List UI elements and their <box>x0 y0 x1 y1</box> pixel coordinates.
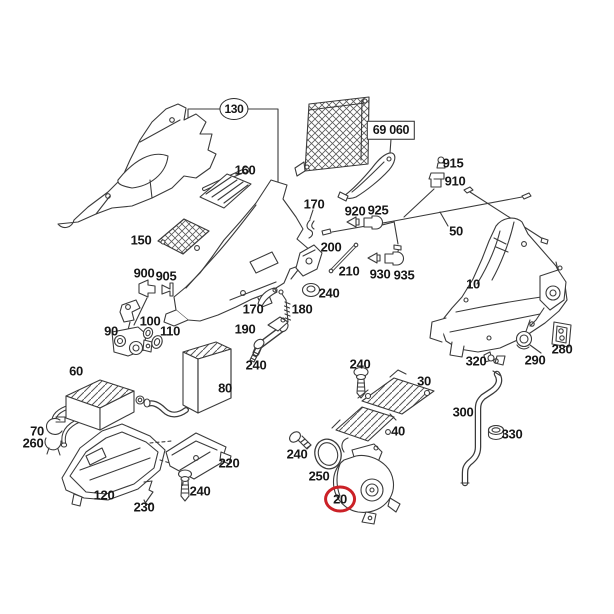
part-label-930-9: 930 <box>369 266 391 282</box>
part-blower-motor-20 <box>332 437 401 525</box>
part-label-160-1: 160 <box>234 162 256 178</box>
part-center-housing <box>163 179 312 327</box>
part-label-240-36: 240 <box>286 446 308 462</box>
part-lever-170b <box>257 287 278 307</box>
part-label-100-23: 100 <box>139 313 161 329</box>
part-clamp-70 <box>45 416 66 435</box>
part-clamp-260 <box>44 437 62 456</box>
part-label-50-8: 50 <box>449 223 463 239</box>
part-screw-240c <box>177 469 193 502</box>
part-label-240-32: 240 <box>189 483 211 499</box>
part-actuator-90 <box>111 299 153 357</box>
part-label-170-12: 170 <box>303 196 325 212</box>
part-label-69060-3: 69 060 <box>366 120 416 140</box>
part-cone-920 <box>346 216 360 228</box>
part-right-housing-10 <box>429 217 568 358</box>
part-actuator-right <box>529 261 567 327</box>
part-label-40-35: 40 <box>391 423 405 439</box>
part-evaporator-80 <box>135 341 232 418</box>
part-label-210-14: 210 <box>338 263 360 279</box>
part-label-920-6: 920 <box>344 203 366 219</box>
part-label-150-2: 150 <box>130 232 152 248</box>
part-cone-905 <box>161 282 174 297</box>
part-rod-180 <box>278 289 292 323</box>
part-label-290-42: 290 <box>524 352 546 368</box>
part-label-240-19: 240 <box>245 357 267 373</box>
part-bulb-915 <box>436 156 446 169</box>
part-screw-240e <box>289 431 312 450</box>
part-connector-910 <box>403 172 445 218</box>
part-label-120-29: 120 <box>93 487 115 503</box>
part-label-330-40: 330 <box>501 426 523 442</box>
part-label-110-24: 110 <box>159 323 181 339</box>
part-label-300-39: 300 <box>452 404 474 420</box>
part-label-220-31: 220 <box>218 455 240 471</box>
part-wingnut-320 <box>483 351 506 366</box>
part-label-925-7: 925 <box>367 202 389 218</box>
part-label-260-28: 260 <box>22 435 44 451</box>
part-hose-300 <box>460 370 503 487</box>
part-label-250-37: 250 <box>308 468 330 484</box>
part-clip-230 <box>143 480 154 506</box>
part-screw-240d <box>353 366 369 399</box>
part-ring-100 <box>142 327 154 339</box>
part-label-900-20: 900 <box>133 265 155 281</box>
part-label-280-43: 280 <box>551 341 573 357</box>
part-connector-935 <box>384 251 405 266</box>
part-label-130-0: 130 <box>219 98 249 120</box>
part-sensor-900 <box>133 279 156 326</box>
part-label-20-38: 20 <box>324 485 356 513</box>
part-label-200-13: 200 <box>320 239 342 255</box>
part-grille-160 <box>199 166 252 209</box>
part-regulator-30 <box>357 369 435 415</box>
part-label-910-5: 910 <box>444 173 466 189</box>
part-rear-duct <box>57 103 217 229</box>
part-label-180-17: 180 <box>291 301 313 317</box>
part-plate-280 <box>551 321 572 348</box>
part-label-190-18: 190 <box>234 321 256 337</box>
part-label-10-11: 10 <box>466 276 480 292</box>
part-label-230-30: 230 <box>133 499 155 515</box>
part-screw-240b <box>249 338 265 363</box>
part-label-80-26: 80 <box>218 380 232 396</box>
part-label-320-41: 320 <box>465 353 487 369</box>
part-label-240-33: 240 <box>349 356 371 372</box>
part-tray-120 <box>61 423 187 507</box>
part-resistor-40 <box>331 406 397 442</box>
part-tray-220 <box>165 432 232 480</box>
part-label-30-34: 30 <box>417 373 431 389</box>
part-grommet-240 <box>301 282 321 298</box>
part-clip-170a <box>306 209 315 239</box>
part-rod-210 <box>328 242 359 274</box>
part-label-905-21: 905 <box>155 268 177 284</box>
part-net-panel <box>294 96 370 177</box>
part-label-70-27: 70 <box>30 423 44 439</box>
part-label-240-15: 240 <box>318 285 340 301</box>
part-label-170-16: 170 <box>242 301 264 317</box>
part-label-60-25: 60 <box>69 363 83 379</box>
part-actuator-200 <box>290 244 323 280</box>
part-connector-925 <box>363 215 384 230</box>
part-ring-110 <box>151 335 163 349</box>
part-cap-330 <box>487 424 505 441</box>
part-filter-150 <box>157 218 210 255</box>
part-cone-930 <box>367 252 381 264</box>
part-label-90-22: 90 <box>104 323 118 339</box>
part-clamp-290 <box>515 330 542 354</box>
part-label-915-4: 915 <box>442 155 464 171</box>
part-sill-bracket-69060 <box>337 138 396 202</box>
part-label-935-10: 935 <box>393 267 415 283</box>
part-oring-250 <box>314 438 342 470</box>
